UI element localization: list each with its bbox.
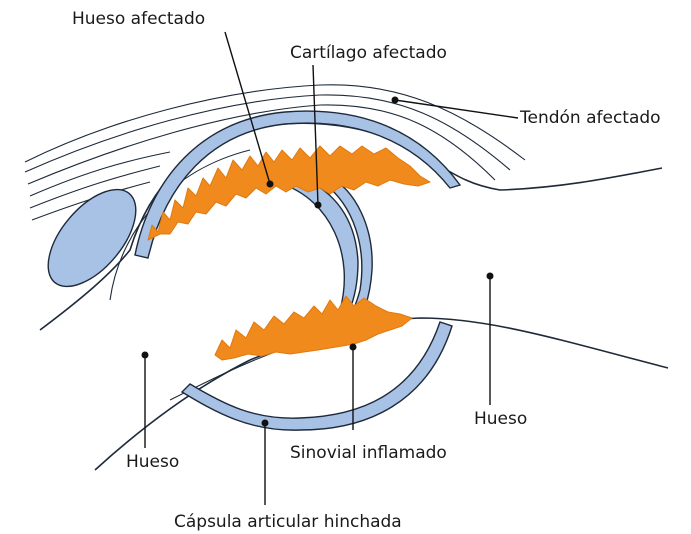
leader-sinovial-inflamado: [349, 343, 357, 430]
joint-capsule: [180, 321, 453, 431]
fat-pad: [47, 188, 137, 288]
label-sinovial-inflamado: Sinovial inflamado: [290, 443, 447, 463]
tendon-sheath: [134, 110, 462, 259]
leader-hueso-right: [486, 272, 494, 405]
synovial-tissue-upper: [147, 145, 431, 241]
label-tendon-afectado: Tendón afectado: [519, 108, 661, 128]
leader-tendon-afectado: [391, 96, 519, 119]
leader-hueso-afectado: [224, 31, 274, 188]
label-capsula: Cápsula articular hinchada: [174, 512, 402, 532]
leader-cartilago-afectado: [312, 64, 322, 209]
label-hueso-right: Hueso: [474, 409, 527, 429]
label-hueso-afectado: Hueso afectado: [72, 9, 205, 29]
synovial-tissue-lower: [214, 295, 413, 361]
label-hueso-left: Hueso: [126, 452, 179, 472]
label-cartilago-afectado: Cartílago afectado: [290, 43, 447, 63]
leader-capsula: [261, 419, 269, 505]
leader-hueso-left: [141, 351, 149, 448]
